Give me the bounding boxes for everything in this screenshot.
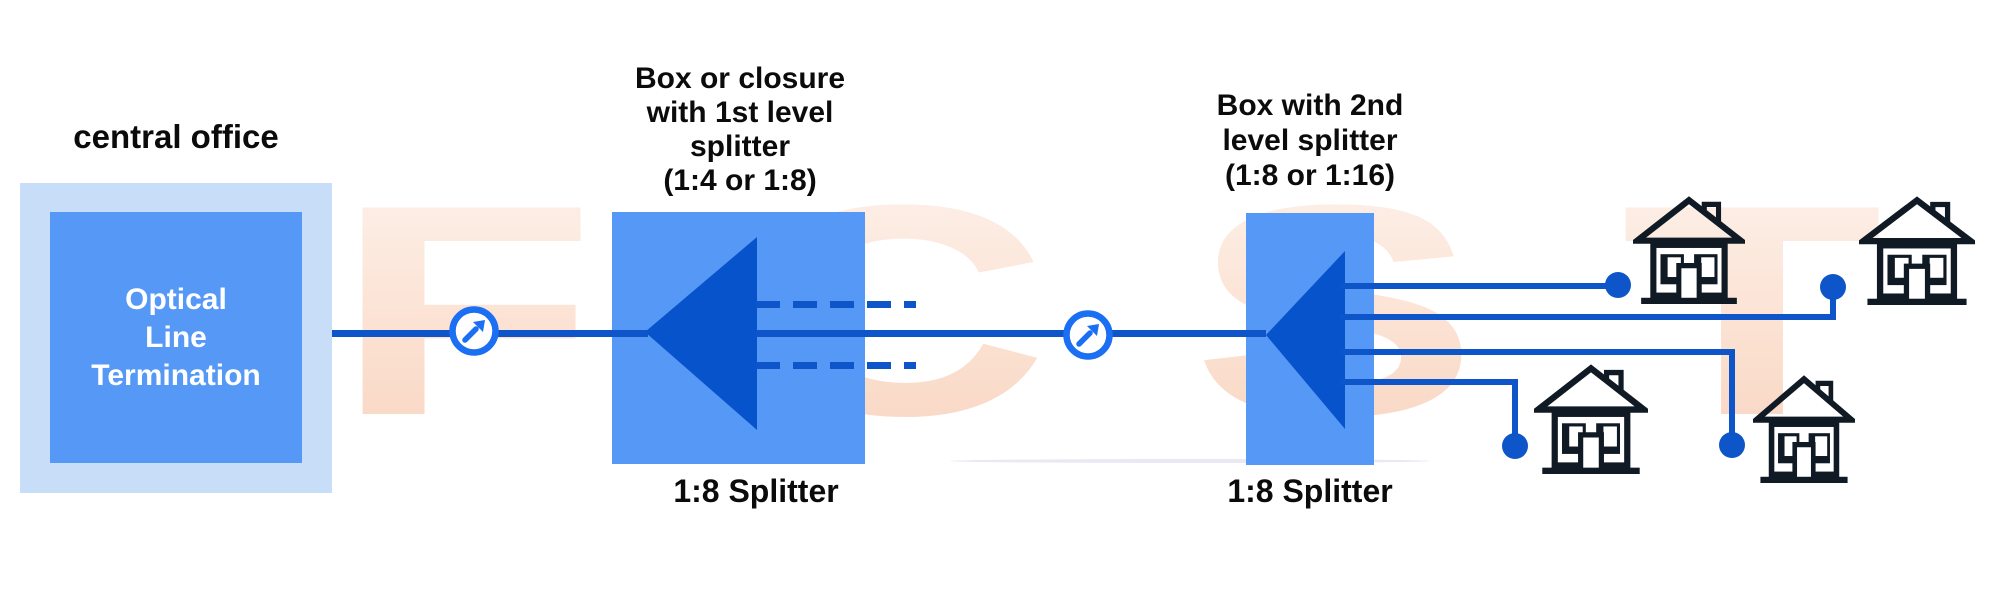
drop-terminal-dot: [1719, 432, 1745, 458]
splitter1-caption: 1:8 Splitter: [673, 473, 839, 509]
drop-line-3-riser: [1729, 349, 1735, 448]
drop-terminal-dot: [1605, 272, 1631, 298]
circle-arrow-connector-icon: [1063, 310, 1113, 360]
drop-line-4: [1340, 379, 1518, 385]
house-icon: [1859, 196, 1975, 305]
drop-terminal-dot: [1502, 433, 1528, 459]
splitter2-title: Box with 2nd level splitter (1:8 or 1:16…: [1216, 89, 1404, 192]
house-icon: [1753, 375, 1855, 483]
splitter1-title: Box or closure with 1st level splitter (…: [634, 62, 846, 197]
drop-line-3: [1340, 349, 1735, 355]
dashed-output-line-upper: [756, 301, 916, 308]
splitter-triangle-icon: [1266, 251, 1345, 429]
splitter-triangle-icon: [645, 237, 757, 430]
house-icon: [1633, 196, 1745, 304]
central-office-label: central office: [73, 118, 279, 155]
fcst-watermark-gradient-text: FCST: [334, 160, 2000, 460]
splitter2-caption: 1:8 Splitter: [1227, 473, 1393, 509]
drop-terminal-dot: [1820, 274, 1846, 300]
olt-box: Optical Line Termination: [50, 212, 302, 463]
feeder-line-segment-2: [756, 330, 1266, 337]
watermark-swoosh-line: [950, 459, 1430, 463]
dashed-output-line-lower: [756, 362, 916, 369]
house-icon: [1534, 364, 1648, 474]
olt-label: Optical Line Termination: [91, 282, 261, 392]
circle-arrow-connector-icon: [449, 306, 499, 356]
drop-line-2: [1340, 314, 1836, 320]
drop-line-4-riser: [1512, 382, 1518, 449]
drop-line-1: [1340, 283, 1618, 289]
drop-line-2-riser: [1830, 290, 1836, 320]
